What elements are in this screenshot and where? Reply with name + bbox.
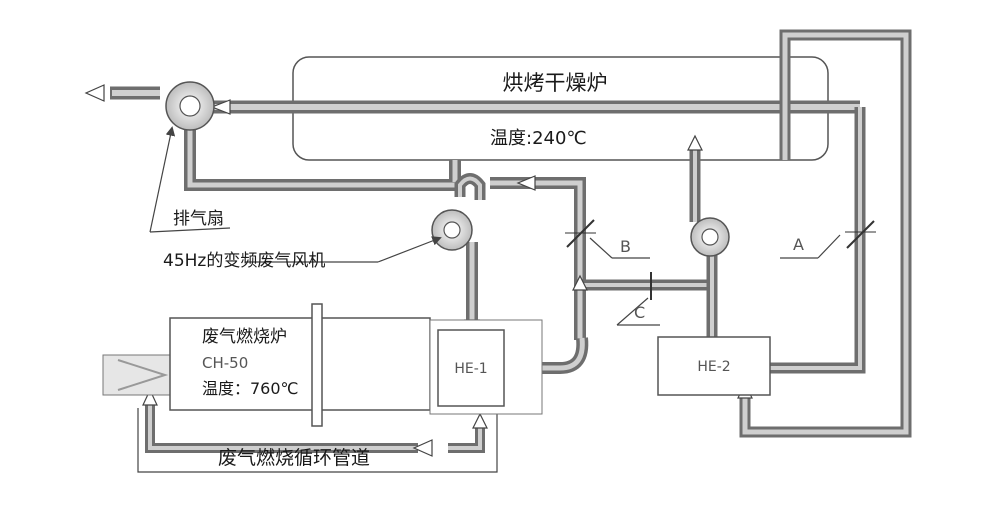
burner-box [169, 317, 431, 411]
burner-flange [311, 303, 323, 427]
inlet-chevron-icon [117, 359, 169, 391]
vfd-fan [431, 209, 473, 251]
arrow-recirc-icon [412, 439, 433, 457]
fan-hub-icon [701, 228, 719, 246]
vfd-fan-label: 45Hz的变频废气风机 [163, 251, 325, 271]
valve-b: B [565, 219, 650, 259]
arrow-b-line-icon [516, 175, 536, 191]
exhaust-fan [165, 81, 215, 131]
burner-model: CH-50 [202, 354, 248, 372]
valve-c-label: C [634, 303, 645, 322]
arrow-left-top-icon [210, 99, 231, 115]
burner-title: 废气燃烧炉 [202, 327, 287, 347]
arrow-up-b-icon [572, 274, 588, 291]
valve-a-label: A [793, 235, 804, 254]
he1-label: HE-1 [454, 361, 487, 377]
exhaust-fan-label: 排气扇 [173, 209, 224, 229]
he1-box [437, 329, 505, 407]
he2-box [657, 336, 771, 396]
arrow-intake-right-icon [472, 412, 488, 429]
oven-temperature: 温度:240℃ [490, 128, 587, 149]
he2-label: HE-2 [697, 359, 730, 375]
valve-b-label: B [620, 237, 631, 256]
oven-title: 烘烤干燥炉 [503, 71, 608, 95]
recirc-label: 废气燃烧循环管道 [218, 447, 370, 469]
valve-a: A [780, 220, 876, 259]
arrow-up-icon [687, 134, 703, 151]
fan-hub-icon [179, 95, 201, 117]
valve-c: C [616, 272, 660, 326]
burner-inlet [102, 354, 174, 396]
right-fan [690, 217, 730, 257]
arrow-intake-left-icon [142, 388, 158, 406]
fan-hub-icon [443, 221, 461, 239]
arrow-exhaust-out-icon [84, 84, 105, 102]
burner-temperature: 温度：760℃ [202, 379, 299, 398]
